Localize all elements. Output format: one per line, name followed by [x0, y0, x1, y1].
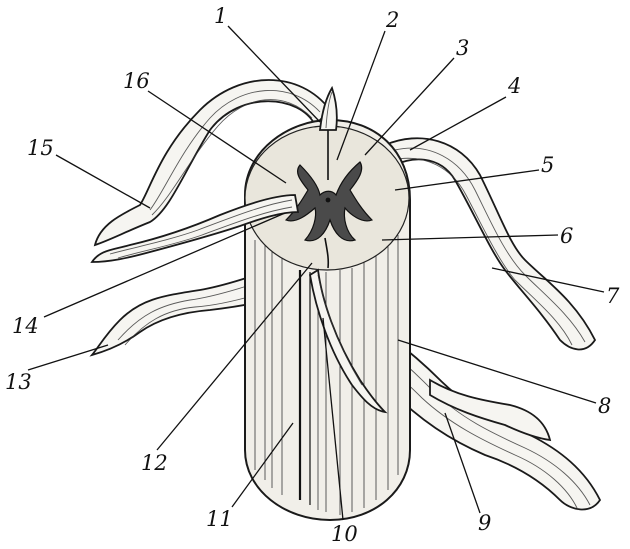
label-1: 1: [214, 4, 227, 28]
label-5: 5: [541, 153, 554, 177]
label-7: 7: [606, 284, 620, 308]
label-8: 8: [598, 394, 611, 418]
leader-1: [228, 26, 320, 122]
label-6: 6: [560, 224, 573, 248]
label-11: 11: [206, 507, 233, 531]
label-12: 12: [141, 451, 168, 475]
label-15: 15: [27, 136, 54, 160]
label-2: 2: [385, 8, 399, 32]
label-4: 4: [507, 74, 521, 98]
label-14: 14: [12, 314, 39, 338]
leader-15: [56, 155, 150, 208]
label-10: 10: [331, 522, 358, 546]
label-9: 9: [478, 511, 491, 535]
leader-4: [410, 97, 506, 150]
leader-13: [28, 345, 108, 370]
label-16: 16: [123, 69, 150, 93]
label-3: 3: [456, 36, 469, 60]
label-13: 13: [5, 370, 32, 394]
